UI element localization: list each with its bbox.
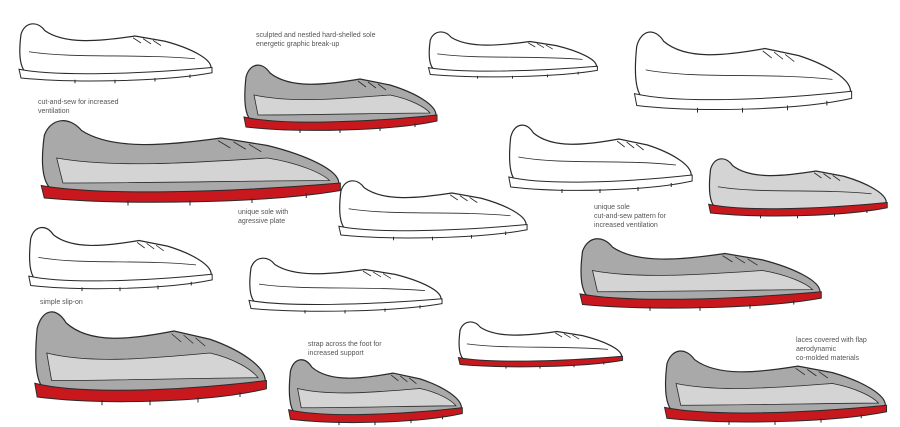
- shoe-sketch: [455, 315, 625, 369]
- annotation-strap: strap across the foot for increased supp…: [308, 340, 382, 358]
- annotation-unique-sole-plate: unique sole with agressive plate: [238, 208, 288, 226]
- annotation-line: laces covered with flap: [796, 337, 867, 344]
- annotation-line: ventilation: [38, 108, 70, 115]
- shoe-sketch: [705, 150, 890, 219]
- annotation-line: aerodynamic: [796, 346, 837, 353]
- shoe-sketch: [35, 108, 345, 206]
- shoe-sketch: [425, 25, 600, 79]
- annotation-line: unique sole: [594, 204, 630, 211]
- annotation-cut-and-sew: cut-and-sew for increased ventilation: [38, 98, 119, 116]
- annotation-sculpted-sole: sculpted and nestled hard-shelled sole e…: [256, 31, 375, 49]
- annotation-line: agressive plate: [238, 218, 286, 225]
- shoe-sketch: [660, 340, 890, 425]
- annotation-slip-on: simple slip-on: [40, 298, 83, 307]
- annotation-line: increased support: [308, 350, 364, 357]
- shoe-sketch: [30, 298, 270, 406]
- shoe-sketch: [15, 15, 215, 84]
- shoe-sketch: [630, 20, 855, 113]
- shoe-sketch: [285, 350, 465, 426]
- shoe-sketch: [240, 55, 440, 133]
- annotation-line: unique sole with: [238, 209, 289, 216]
- annotation-line: cut-and-sew pattern for: [594, 213, 666, 220]
- annotation-line: energetic graphic break-up: [256, 41, 340, 48]
- shoe-sketch: [335, 172, 530, 241]
- annotation-unique-sole-pattern: unique sole cut-and-sew pattern for incr…: [594, 203, 666, 230]
- annotation-line: increased ventilation: [594, 222, 658, 229]
- shoe-sketch: [25, 218, 215, 292]
- shoe-sketch: [575, 228, 825, 311]
- annotation-line: cut-and-sew for increased: [38, 99, 119, 106]
- shoe-sketch: [245, 250, 445, 314]
- annotation-laces-flap: laces covered with flap aerodynamic co-m…: [796, 336, 867, 363]
- shoe-sketch: [505, 115, 695, 193]
- annotation-line: strap across the foot for: [308, 341, 382, 348]
- annotation-line: co-molded materials: [796, 355, 860, 362]
- annotation-line: simple slip-on: [40, 299, 83, 306]
- annotation-line: sculpted and nestled hard-shelled sole: [256, 32, 376, 39]
